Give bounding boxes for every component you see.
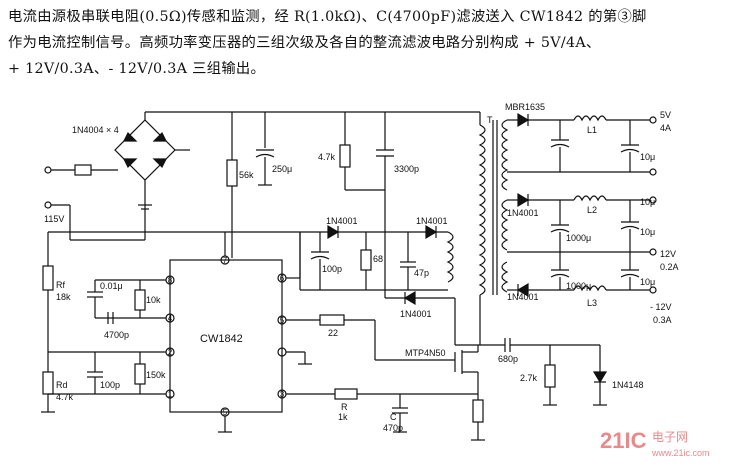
pin-6: 6: [280, 274, 285, 283]
fuse: [74, 164, 92, 176]
label-100p-b: 100p: [100, 380, 120, 390]
label-bridge: 1N4004 × 4: [72, 125, 119, 135]
label-1n4148: 1N4148: [612, 380, 644, 390]
resistor-2k7: [544, 364, 556, 388]
label-c: C: [390, 412, 397, 422]
watermark-brand: 21IC: [600, 428, 647, 453]
label-rf-value: 18k: [56, 292, 71, 302]
label-03a: 0.3A: [653, 315, 672, 325]
label-10u-d: 10μ: [640, 277, 655, 287]
transformer: [455, 112, 509, 346]
resistor-22: [319, 314, 345, 326]
label-22: 22: [328, 328, 338, 338]
pin-1: 1: [168, 390, 173, 399]
label-115v: 115V: [44, 214, 64, 224]
label-c-value: 470p: [383, 423, 403, 433]
pin-8: 8: [168, 276, 173, 285]
label-001u: 0.01μ: [100, 281, 123, 291]
mosfet-mtp4n50: [454, 345, 485, 441]
label-mbr1635: MBR1635: [505, 102, 545, 112]
label-100p-a: 100p: [322, 264, 342, 274]
pin-5-top: 5: [280, 316, 285, 325]
caption: 电流由源极串联电阻(0.5Ω)传感和监测，经 R(1.0kΩ)、C(4700pF…: [8, 4, 732, 82]
label-10u-c: 10μ: [640, 227, 655, 237]
ic-cw1842-body: [169, 259, 283, 413]
label-10u-b: 10μ: [640, 197, 655, 207]
watermark-logo: 21IC 电子网 www.21ic.com: [600, 428, 710, 458]
pin-3: 3: [280, 390, 285, 399]
watermark-cn: 电子网: [652, 430, 688, 444]
label-r-value: 1k: [338, 412, 348, 422]
label-02a: 0.2A: [660, 262, 679, 272]
pin-5-bottom: 5: [223, 408, 228, 417]
label-1n4001-d: 1N4001: [416, 216, 448, 226]
label-1n4001-c: 1N4001: [326, 216, 358, 226]
resistor-r-1k: [334, 388, 358, 400]
label-68: 68: [373, 254, 383, 264]
inductor-l2: [573, 195, 607, 202]
label-12v: 12V: [660, 249, 676, 259]
label-neg12v: - 12V: [650, 302, 672, 312]
input-terminal-top: [44, 166, 52, 174]
inductor-l1: [573, 115, 607, 122]
label-4k7: 4.7k: [318, 152, 336, 162]
diode-1n4148: [592, 371, 608, 384]
label-2k7: 2.7k: [520, 373, 538, 383]
resistor-4k7: [339, 144, 351, 168]
ac-input: [44, 164, 146, 241]
label-10k: 10k: [146, 295, 161, 305]
label-1000u-a: 1000μ: [566, 233, 591, 243]
label-250u: 250μ: [272, 164, 292, 174]
watermark-url: www.21ic.com: [651, 448, 710, 458]
label-1000u-b: 1000μ: [566, 281, 591, 291]
bridge-rectifier: [114, 111, 232, 210]
resistor-56k: [226, 159, 238, 187]
caption-line-2: 作为电流控制信号。高频功率变压器的三组次级及各自的整流滤波电路分别构成 + 5V…: [8, 35, 601, 51]
label-4700p: 4700p: [104, 330, 129, 340]
resistor-rd: [42, 371, 54, 395]
input-terminal-bottom: [44, 201, 52, 209]
label-mtp4n50: MTP4N50: [405, 348, 446, 358]
label-150k: 150k: [146, 370, 166, 380]
label-t: T: [487, 115, 493, 125]
label-rd: Rd: [56, 380, 68, 390]
label-47p: 47p: [414, 268, 429, 278]
label-3300p: 3300p: [394, 164, 419, 174]
resistor-150k: [134, 363, 146, 385]
label-1n4001-e: 1N4001: [400, 309, 432, 319]
aux-winding: [446, 231, 454, 283]
diode-mbr1635: [517, 112, 530, 128]
label-l2: L2: [587, 205, 597, 215]
pin-7: 7: [223, 256, 228, 265]
label-r: R: [341, 402, 348, 412]
label-10u-a: 10μ: [640, 152, 655, 162]
label-4a: 4A: [660, 123, 671, 133]
pin-2: 2: [168, 348, 173, 357]
inductor-l3: [573, 285, 607, 292]
caption-line-3: + 12V/0.3A、- 12V/0.3A 三组输出。: [8, 61, 266, 77]
resistor-rf: [42, 265, 54, 291]
label-rd-value: 4.7k: [56, 392, 74, 402]
label-1n4001-b: 1N4001: [507, 292, 539, 302]
pin-4: 4: [168, 314, 173, 323]
label-680p: 680p: [498, 354, 518, 364]
label-l1: L1: [587, 125, 597, 135]
label-l3: L3: [587, 298, 597, 308]
label-56k: 56k: [239, 170, 254, 180]
label-1n4001-a: 1N4001: [507, 208, 539, 218]
resistor-10k: [134, 289, 146, 311]
caption-line-1: 电流由源极串联电阻(0.5Ω)传感和监测，经 R(1.0kΩ)、C(4700pF…: [8, 9, 647, 25]
resistor-68: [360, 249, 372, 271]
label-5v: 5V: [660, 110, 671, 120]
label-cw1842: CW1842: [200, 333, 243, 345]
label-rf: Rf: [56, 280, 65, 290]
